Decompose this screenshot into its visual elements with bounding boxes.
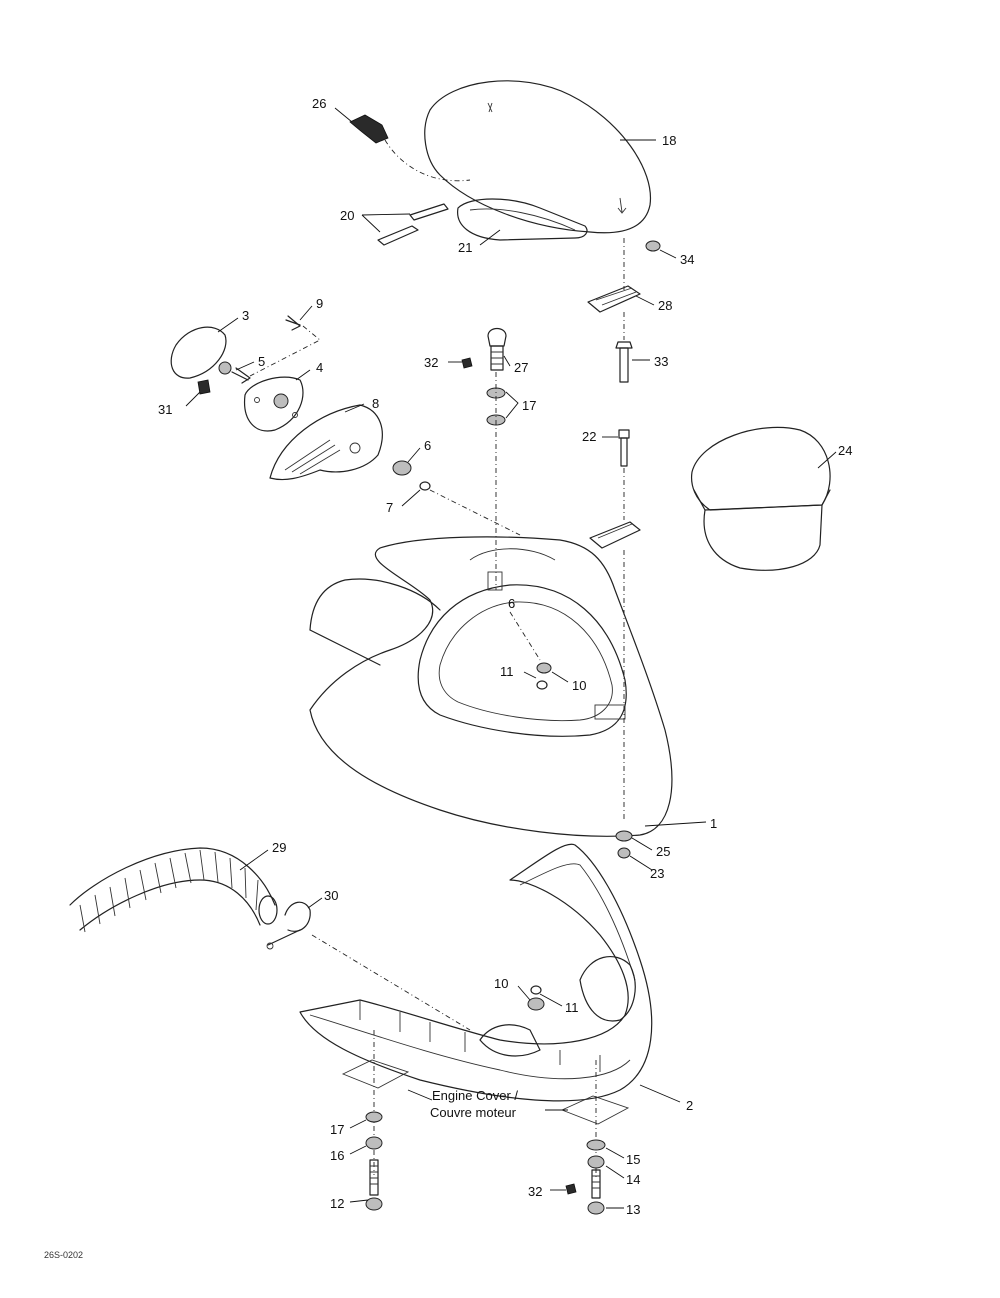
callout-14: 14 [626, 1172, 640, 1187]
callout-31: 31 [158, 402, 172, 417]
callout-7: 7 [386, 500, 393, 515]
callout-15: 15 [626, 1152, 640, 1167]
engine-cover-note-line2: Couvre moteur [430, 1105, 517, 1120]
hose-clamp [266, 901, 311, 950]
nut-31 [197, 379, 211, 395]
callout-6: 6 [424, 438, 431, 453]
leader-lines [185, 107, 837, 1209]
callout-13: 13 [626, 1202, 640, 1217]
hinge-lower [589, 521, 641, 549]
callout-5: 5 [258, 354, 265, 369]
axis-9 [249, 325, 321, 377]
callout-25: 25 [656, 844, 670, 859]
washer-25 [615, 830, 633, 842]
callout-17a: 17 [522, 398, 536, 413]
callout-20: 20 [340, 208, 354, 223]
bolt-27 [487, 327, 507, 371]
washer-11a [536, 680, 548, 690]
callout-28: 28 [658, 298, 672, 313]
callout-1: 1 [710, 816, 717, 831]
seat-latch [349, 114, 389, 144]
bolt-22 [618, 429, 630, 467]
callout-24: 24 [838, 443, 852, 458]
callout-16: 16 [330, 1148, 344, 1163]
axis-7 [429, 489, 521, 536]
nut-32 [461, 357, 473, 369]
pad-left [341, 1059, 410, 1089]
side-panel-8 [269, 404, 383, 481]
seat-base [457, 198, 588, 241]
callout-10a: 10 [572, 678, 586, 693]
callout-34: 34 [680, 252, 694, 267]
nut-23 [617, 847, 631, 859]
bolt-33 [615, 341, 633, 383]
callout-6b: 6 [508, 596, 515, 611]
bolt-13 [587, 1169, 605, 1215]
note-leader-left [407, 1089, 433, 1101]
seat-strips [377, 203, 449, 246]
callout-27: 27 [514, 360, 528, 375]
screw-9 [285, 315, 301, 331]
callout-18: 18 [662, 133, 676, 148]
deck-body [309, 536, 673, 837]
callout-11b: 11 [565, 1000, 579, 1015]
pad-right [560, 1095, 630, 1125]
callout-2: 2 [686, 1098, 693, 1113]
lower-hull [299, 843, 653, 1102]
axis-6b [509, 611, 541, 661]
hinge-28 [587, 285, 641, 313]
nut-16 [365, 1136, 383, 1150]
axis-30 [311, 934, 471, 1031]
washer-34 [645, 240, 661, 252]
screw-5 [218, 361, 251, 384]
callout-30: 30 [324, 888, 338, 903]
callout-10b: 10 [494, 976, 508, 991]
callout-8: 8 [372, 396, 379, 411]
engine-cover-note-line1: Engine Cover / [432, 1088, 518, 1103]
callout-23: 23 [650, 866, 664, 881]
vent-hose [69, 847, 278, 933]
callout-26: 26 [312, 96, 326, 111]
callout-29: 29 [272, 840, 286, 855]
nut-32b [565, 1183, 577, 1195]
callout-4: 4 [316, 360, 323, 375]
leader-26 [384, 139, 471, 182]
mirror-bracket [243, 376, 304, 432]
callout-32b: 32 [528, 1184, 542, 1199]
bolt-12 [365, 1159, 383, 1211]
callout-labels: 26 18 20 21 34 28 33 9 3 5 4 31 8 6 7 32… [158, 96, 852, 1217]
nut-14 [587, 1155, 605, 1169]
storage-bin [690, 426, 831, 571]
grommet-6 [392, 460, 412, 476]
nut-10b [527, 997, 545, 1011]
callout-12: 12 [330, 1196, 344, 1211]
callout-3: 3 [242, 308, 249, 323]
seat-cushion [424, 80, 652, 234]
callout-21: 21 [458, 240, 472, 255]
callout-32a: 32 [424, 355, 438, 370]
callout-33: 33 [654, 354, 668, 369]
mirror-glass [170, 326, 227, 379]
washer-15 [586, 1139, 606, 1151]
callout-9: 9 [316, 296, 323, 311]
drawing-code: 26S-0202 [44, 1250, 83, 1260]
washer-17c [365, 1111, 383, 1123]
callout-17b: 17 [330, 1122, 344, 1137]
callout-11a: 11 [500, 664, 514, 679]
clip-7 [419, 481, 431, 491]
washer-11b [530, 985, 542, 995]
callout-22: 22 [582, 429, 596, 444]
nut-10a [536, 662, 552, 674]
